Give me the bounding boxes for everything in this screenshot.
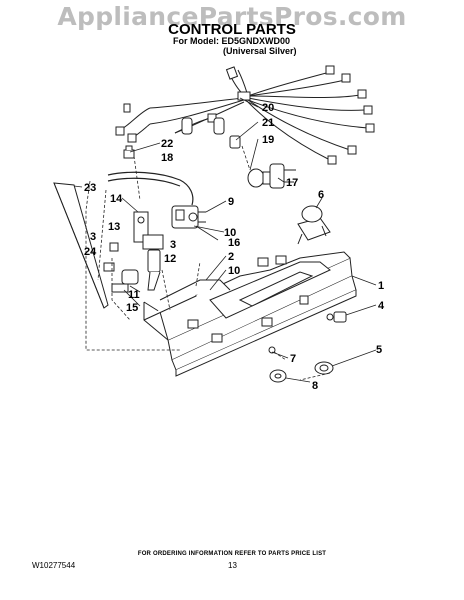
callout-19: 19 (262, 134, 274, 146)
wiring-harness-drawing (119, 69, 369, 161)
callout-8: 8 (312, 380, 318, 392)
lamp-assembly-drawing (247, 163, 296, 189)
callout-leaders (73, 97, 377, 383)
control-knob-drawing (111, 269, 139, 293)
fastener-parts-drawing (268, 311, 347, 383)
callout-5: 5 (376, 344, 382, 356)
callout-6: 6 (318, 189, 324, 201)
callout-2: 2 (228, 251, 234, 263)
callout-15: 15 (126, 302, 138, 314)
light-switch-drawing (171, 205, 206, 229)
callout-14: 14 (110, 193, 123, 205)
callout-3: 3 (90, 231, 96, 243)
callout-22: 22 (161, 138, 173, 150)
callout-7: 7 (290, 353, 296, 365)
callout-3: 3 (170, 239, 176, 251)
page-number: 13 (228, 561, 237, 570)
callout-11: 11 (128, 289, 140, 301)
control-module-drawing (297, 205, 331, 245)
callout-18: 18 (161, 152, 173, 164)
site-watermark: AppliancePartsPros.com (57, 2, 407, 31)
harness-connectors (115, 65, 375, 165)
leader-lines (85, 145, 331, 381)
callout-9: 9 (228, 196, 234, 208)
callout-17: 17 (286, 177, 298, 189)
callout-1: 1 (378, 280, 384, 292)
callout-4: 4 (378, 300, 385, 312)
model-line: For Model: ED5GNDXWD00 (173, 36, 291, 46)
document-number: W10277544 (32, 561, 76, 570)
callout-10: 10 (228, 265, 240, 277)
ordering-info-note: FOR ORDERING INFORMATION REFER TO PARTS … (137, 551, 327, 557)
callout-12: 12 (164, 253, 176, 265)
mounting-bracket-drawing (53, 182, 109, 309)
callout-16: 16 (228, 237, 240, 249)
callout-23: 23 (84, 182, 96, 194)
callout-10: 10 (224, 227, 236, 239)
callout-13: 13 (108, 221, 120, 233)
page-title: CONTROL PARTS (168, 21, 296, 38)
sensor-wire-drawing (107, 171, 194, 206)
callout-24: 24 (84, 246, 97, 258)
wire-clip-drawing (123, 145, 135, 159)
control-housing-drawing (143, 251, 357, 377)
thermostat-drawing (103, 211, 164, 291)
variant-line: (Universal Silver) (223, 46, 297, 56)
callout-21: 21 (262, 117, 274, 129)
callout-20: 20 (262, 102, 274, 114)
